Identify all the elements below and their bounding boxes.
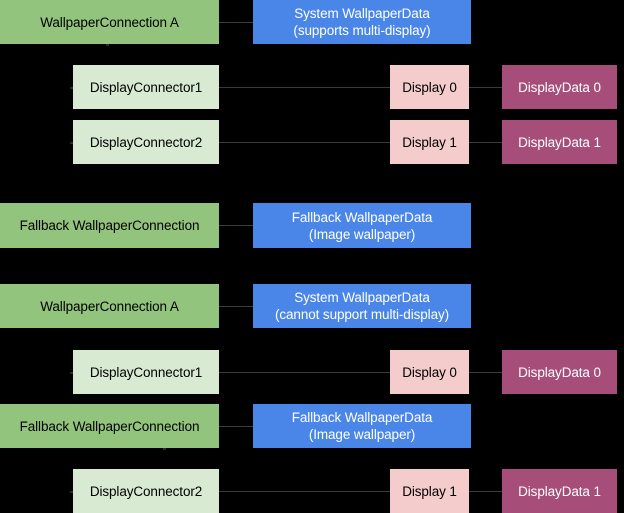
node-display-connector2-bottom[interactable]: DisplayConnector2 (73, 469, 219, 513)
node-label: DisplayConnector1 (89, 364, 203, 380)
node-fallback-wallpaper-connection-bottom[interactable]: Fallback WallpaperConnection (0, 404, 219, 448)
node-label: WallpaperConnection A (40, 14, 179, 30)
node-fallback-wallpaperdata-bottom[interactable]: Fallback WallpaperData (Image wallpaper) (253, 404, 471, 448)
node-label: DisplayData 0 (518, 364, 601, 380)
edge-connector2-to-display1-bottom (219, 491, 390, 492)
node-label: DisplayData 1 (518, 483, 601, 499)
node-display-1-top[interactable]: Display 1 (390, 120, 469, 164)
node-system-wallpaperdata-nomulti[interactable]: System WallpaperData (cannot support mul… (253, 284, 471, 328)
node-label: DisplayData 0 (518, 79, 601, 95)
node-label: Display 1 (402, 483, 457, 499)
node-label: DisplayConnector1 (89, 79, 203, 95)
node-displaydata-1-top[interactable]: DisplayData 1 (502, 120, 617, 164)
node-display-connector2-top[interactable]: DisplayConnector2 (73, 120, 219, 164)
stub-connector2-left-bottom (70, 491, 73, 493)
node-label: DisplayConnector2 (89, 483, 203, 499)
node-label: Fallback WallpaperConnection (19, 218, 200, 233)
node-label: Display 0 (402, 364, 457, 380)
stub-fallback-conn-bottom-bottom (163, 448, 166, 450)
edge-display1-to-displaydata1-bottom (469, 491, 502, 492)
node-display-1-bottom[interactable]: Display 1 (390, 469, 469, 513)
edge-connector2-to-display1-top (219, 142, 390, 143)
node-label: WallpaperConnection A (40, 298, 179, 314)
node-fallback-wallpaper-connection-mid[interactable]: Fallback WallpaperConnection (0, 203, 219, 248)
edge-display1-to-displaydata1-top (469, 142, 502, 143)
node-display-connector1-top[interactable]: DisplayConnector1 (73, 65, 219, 109)
edge-conn-a-to-system-data-top (219, 22, 253, 23)
node-display-connector1-bottom[interactable]: DisplayConnector1 (73, 350, 219, 394)
edge-conn-a-to-system-data-bottom (219, 306, 253, 307)
node-label: Fallback WallpaperConnection (19, 418, 200, 434)
node-label: Fallback WallpaperData (Image wallpaper) (291, 209, 433, 242)
node-displaydata-0-top[interactable]: DisplayData 0 (502, 65, 617, 109)
node-system-wallpaperdata-multi[interactable]: System WallpaperData (supports multi-dis… (253, 0, 471, 44)
node-wallpaper-connection-a-top[interactable]: WallpaperConnection A (0, 0, 219, 44)
node-label: DisplayData 1 (518, 134, 601, 150)
node-label: Display 1 (402, 134, 457, 150)
edge-connector1-to-display0-top (219, 87, 390, 88)
stub-connector1-left-bottom (70, 372, 73, 374)
edge-display0-to-displaydata0-top (469, 87, 502, 88)
node-displaydata-1-bottom[interactable]: DisplayData 1 (502, 469, 617, 513)
node-wallpaper-connection-a-bottom[interactable]: WallpaperConnection A (0, 284, 219, 328)
node-display-0-top[interactable]: Display 0 (390, 65, 469, 109)
edge-fallback-conn-to-fallback-data-mid (219, 225, 253, 226)
node-fallback-wallpaperdata-mid[interactable]: Fallback WallpaperData (Image wallpaper) (253, 203, 471, 248)
node-display-0-bottom[interactable]: Display 0 (390, 350, 469, 394)
stub-conn-a-bottom-top (106, 44, 109, 46)
node-label: DisplayConnector2 (89, 134, 203, 150)
node-label: Fallback WallpaperData (Image wallpaper) (291, 410, 433, 442)
node-label: System WallpaperData (cannot support mul… (274, 290, 450, 322)
edge-connector1-to-display0-bottom (219, 372, 390, 373)
edge-display0-to-displaydata0-bottom (469, 372, 502, 373)
stub-connector2-left-top (70, 142, 73, 144)
node-displaydata-0-bottom[interactable]: DisplayData 0 (502, 350, 617, 394)
node-label: System WallpaperData (supports multi-dis… (293, 6, 431, 38)
stub-connector1-left-top (70, 87, 73, 89)
edge-fallback-conn-to-fallback-data-bottom (219, 426, 253, 427)
node-label: Display 0 (402, 79, 457, 95)
